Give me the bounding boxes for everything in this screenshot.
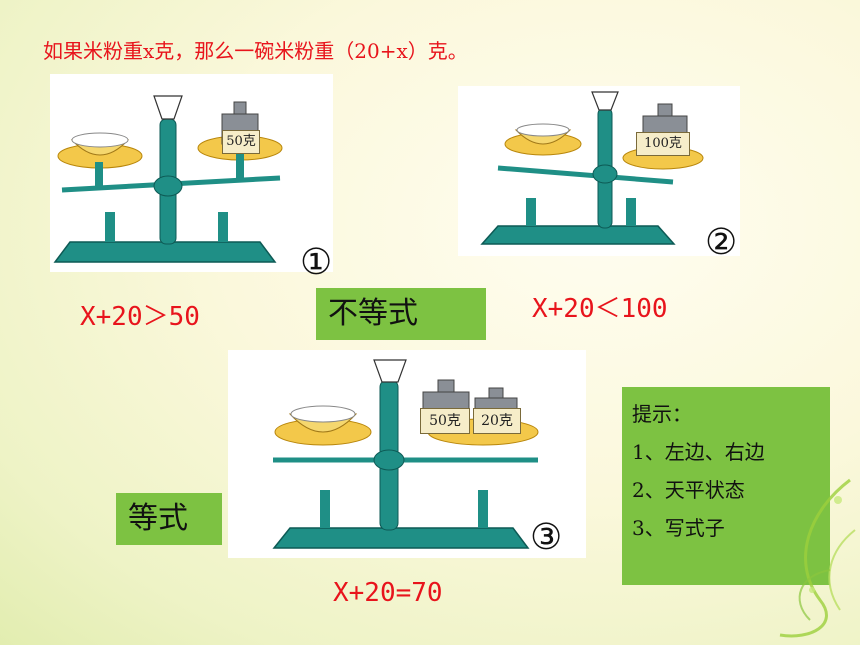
hint-item-3: 3、写式子 xyxy=(632,516,725,540)
weight-tag-20: 20克 xyxy=(473,408,521,434)
hint-item-1: 1、左边、右边 xyxy=(632,440,765,464)
intro-sentence: 如果米粉重x克，那么一碗米粉重（20+x）克。 xyxy=(43,39,468,63)
scale-1-number: ① xyxy=(300,242,333,283)
inequality-label: 不等式 xyxy=(316,288,486,340)
scale-3-number: ③ xyxy=(530,517,563,558)
scale-2-equation: X+20＜100 xyxy=(532,294,668,324)
balance-scale-2-illustration xyxy=(480,91,704,245)
weight-tag-50-b: 50克 xyxy=(420,408,470,434)
scale-3-panel: 50克 20克 xyxy=(228,350,586,558)
weight-tag-50: 50克 xyxy=(222,130,260,154)
hint-title: 提示： xyxy=(632,402,692,426)
weight-tag-100: 100克 xyxy=(636,132,690,156)
scale-2-panel: 100克 xyxy=(458,86,740,256)
hint-item-2: 2、天平状态 xyxy=(632,478,745,502)
scale-1-equation: X+20＞50 xyxy=(80,302,200,332)
hint-box: 提示： 1、左边、右边 2、天平状态 3、写式子 xyxy=(622,387,830,585)
decorative-vine-graphic xyxy=(779,478,856,638)
balance-scale-1-illustration xyxy=(53,95,283,263)
balance-scale-3-illustration xyxy=(272,359,539,549)
scale-3-equation: X+20=70 xyxy=(333,578,443,608)
equation-label: 等式 xyxy=(116,493,222,545)
scale-1-panel: 50克 xyxy=(50,74,333,272)
scale-2-number: ② xyxy=(705,222,738,263)
